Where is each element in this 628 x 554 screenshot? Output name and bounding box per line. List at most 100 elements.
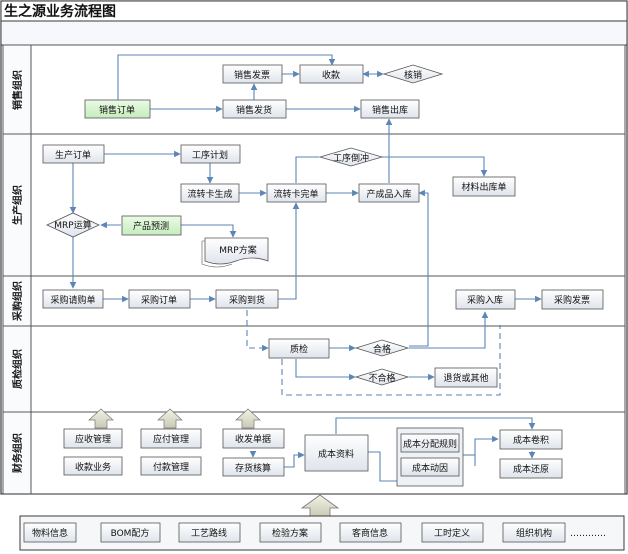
up-arrow-icon [157, 408, 183, 429]
node-unqualified-label: 不合格 [368, 372, 395, 384]
node-sales-outbound[interactable] [360, 99, 420, 119]
footer-item-work-hours-label: 工时定义 [434, 527, 470, 539]
node-qc-label: 质检 [290, 343, 308, 355]
dashed-connectors [246, 310, 501, 396]
footer-item-material-info[interactable] [23, 522, 77, 543]
node-sales-delivery-label: 销售发货 [236, 104, 272, 116]
node-writeoff[interactable] [382, 64, 444, 84]
node-purchase-order[interactable] [128, 289, 191, 309]
footer-item-material-info-label: 物料信息 [32, 527, 68, 539]
node-process-offset[interactable] [318, 147, 384, 167]
node-mrp-calc[interactable] [46, 212, 100, 238]
node-cost-rollup[interactable] [499, 429, 563, 450]
node-writeoff-label: 核销 [404, 69, 422, 81]
node-sales-invoice-label: 销售发票 [234, 69, 270, 81]
node-collection-label: 收款业务 [75, 461, 111, 473]
node-mrp-calc-label: MRP运算 [54, 219, 91, 231]
header-band [0, 20, 628, 46]
node-sales-order[interactable] [84, 99, 151, 119]
node-purchase-request-label: 采购请购单 [50, 294, 95, 306]
connectors [69, 54, 542, 482]
node-purchase-order-label: 采购订单 [141, 294, 177, 306]
footer-item-org[interactable] [502, 522, 566, 543]
footer-item-org-label: 组织机构 [516, 527, 552, 539]
node-sales-invoice[interactable] [222, 64, 283, 84]
lane-label-quality: 质检组织 [11, 349, 24, 389]
node-cost-restore[interactable] [499, 458, 563, 479]
node-purchase-arrival-label: 采购到货 [229, 294, 265, 306]
node-process-plan[interactable] [180, 144, 241, 164]
lanes [2, 44, 626, 495]
footer-item-inspection[interactable] [259, 522, 322, 543]
up-arrow-icon [235, 408, 261, 429]
lane-label-production: 生产组织 [11, 185, 24, 225]
node-invoice-receipt-label: 收发单据 [235, 433, 271, 445]
footer-item-bom-label: BOM配方 [111, 527, 150, 539]
node-material-outbound[interactable] [452, 176, 516, 197]
node-cost-rollup-label: 成本卷积 [513, 434, 549, 446]
node-purchase-arrival[interactable] [215, 289, 279, 309]
node-flow-card-done[interactable] [266, 183, 327, 203]
footer-item-work-hours[interactable] [421, 522, 484, 543]
node-process-plan-label: 工序计划 [192, 149, 228, 161]
node-flow-card-done-label: 流转卡完单 [273, 188, 318, 200]
node-product-forecast[interactable] [121, 215, 182, 236]
node-finished-inbound[interactable] [358, 183, 420, 203]
lane-label-sales: 销售组织 [11, 70, 24, 110]
node-purchase-inbound[interactable] [455, 289, 516, 310]
node-production-order[interactable] [42, 144, 105, 164]
node-purchase-invoice-label: 采购发票 [554, 294, 590, 306]
node-cost-allocation-label: 成本分配规则 [403, 438, 457, 450]
node-qc[interactable] [268, 338, 330, 359]
node-receivable-mgmt-label: 应收管理 [75, 433, 111, 445]
up-arrow-icon [88, 408, 114, 429]
lane-label-purchasing: 采购组织 [11, 281, 24, 322]
node-flow-card-gen[interactable] [180, 183, 240, 203]
node-receipt[interactable] [299, 64, 364, 84]
node-qualified[interactable] [354, 339, 410, 357]
footer-item-partners[interactable] [339, 522, 402, 543]
node-material-outbound-label: 材料出库单 [461, 181, 506, 193]
footer-ellipsis: ………… [570, 529, 606, 539]
footer-item-partners-label: 客商信息 [352, 527, 388, 539]
node-flow-card-gen-label: 流转卡生成 [187, 188, 232, 200]
node-receivable-mgmt[interactable] [63, 428, 123, 449]
node-sales-order-label: 销售订单 [99, 104, 135, 116]
node-return-other[interactable] [434, 367, 498, 388]
up-arrows-finance [88, 408, 261, 429]
node-production-order-label: 生产订单 [55, 149, 91, 161]
node-mrp-plan[interactable] [204, 237, 269, 265]
diagram-title: 生之源业务流程图 [4, 3, 116, 20]
node-finished-inbound-label: 产成品入库 [366, 188, 411, 200]
lane-label-finance: 财务组织 [11, 433, 24, 474]
node-receipt-label: 收款 [322, 69, 340, 81]
node-payment-mgmt[interactable] [140, 456, 202, 476]
node-purchase-request[interactable] [42, 289, 104, 309]
node-sales-delivery[interactable] [222, 99, 287, 119]
footer-item-routing[interactable] [178, 522, 241, 543]
node-qualified-label: 合格 [373, 343, 391, 355]
footer-item-routing-label: 工艺路线 [191, 527, 227, 539]
footer-item-inspection-label: 检验方案 [272, 527, 308, 539]
node-return-other-label: 退货或其他 [443, 372, 488, 384]
node-collection[interactable] [63, 456, 123, 476]
up-arrow-icon [300, 494, 340, 518]
node-payment-mgmt-label: 付款管理 [153, 461, 189, 473]
node-mrp-plan-label: MRP方案 [219, 244, 256, 256]
footer-item-bom[interactable] [100, 522, 161, 543]
node-inventory-accounting[interactable] [222, 457, 285, 477]
node-cost-driver[interactable] [400, 457, 460, 477]
node-purchase-inbound-label: 采购入库 [467, 294, 503, 306]
node-cost-data[interactable] [304, 434, 369, 472]
node-sales-outbound-label: 销售出库 [372, 104, 408, 116]
node-purchase-invoice[interactable] [541, 289, 604, 310]
node-unqualified[interactable] [354, 368, 410, 386]
node-payable-mgmt[interactable] [140, 428, 202, 449]
node-cost-data-label: 成本资料 [318, 448, 354, 460]
node-product-forecast-label: 产品预测 [133, 220, 169, 232]
node-cost-driver-label: 成本动因 [412, 462, 448, 474]
node-cost-allocation[interactable] [400, 433, 460, 453]
node-invoice-receipt[interactable] [222, 428, 285, 449]
node-process-offset-label: 工序倒冲 [333, 152, 369, 164]
